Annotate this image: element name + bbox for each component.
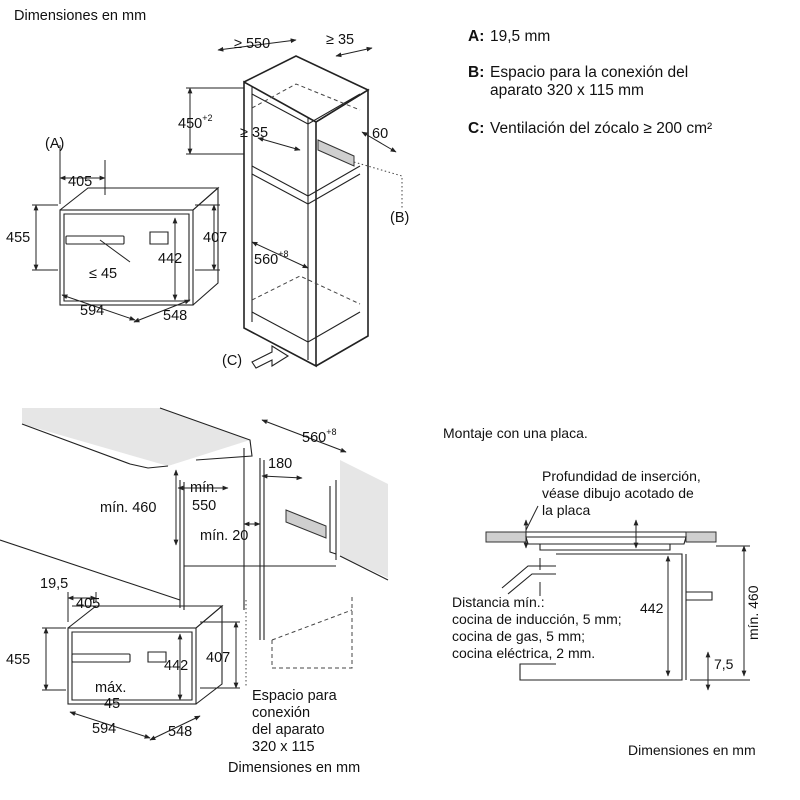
top-cab-width-min: ≥ 550 [234,36,270,52]
top-oven-width: 594 [80,303,104,319]
br-height-inner: 442 [640,600,664,616]
legend-b-line2: aparato 320 x 115 mm [490,82,644,99]
bl-min-depth-label: mín. [190,480,218,496]
bl-oven-depth-top: 405 [76,596,100,612]
bl-oven-gap-label: máx. [95,680,126,696]
top-oven-height-inner: 442 [158,251,182,267]
bl-oven-height-side: 407 [206,650,230,666]
top-marker-b: (B) [390,210,409,226]
bottom-left-drawing [0,407,389,741]
top-title: Dimensiones en mm [14,8,146,24]
br-insertion-note-2: véase dibujo acotado de [542,485,694,501]
bl-connection-note-1: Espacio para [252,688,338,704]
br-insertion-note-3: la placa [542,502,590,518]
legend-c: C:Ventilación del zócalo ≥ 200 cm² [468,120,712,137]
top-oven-height-front: 455 [6,230,30,246]
top-oven-gap: ≤ 45 [89,266,117,282]
legend-b-line1: B:Espacio para la conexión del [468,64,688,81]
bl-connection-note-4: 320 x 115 [252,739,315,755]
bottom-right-drawing [485,505,750,691]
br-distance-note-2: cocina de inducción, 5 mm; [452,611,622,627]
bl-min-depth: 550 [192,498,216,514]
top-oven-depth-top: 405 [68,174,92,190]
br-distance-note-1: Distancia mín.: [452,594,545,610]
br-distance-note-4: cocina eléctrica, 2 mm. [452,645,595,661]
top-cabinet-drawing [186,38,403,369]
top-cab-vent-min: ≥ 35 [240,125,268,141]
bl-oven-depth: 548 [168,724,192,740]
top-cab-conn-depth: 60 [372,126,388,142]
legend-a: A:19,5 mm [468,28,550,45]
top-oven-drawing [32,145,220,323]
bl-oven-width: 594 [92,721,116,737]
top-cab-niche-h: 450+2 [178,113,212,132]
top-oven-height-side: 407 [203,230,227,246]
bl-oven-offset: 19,5 [40,576,68,592]
bl-conn-w: 180 [268,456,292,472]
top-marker-c: (C) [222,353,242,369]
bl-oven-height-front: 455 [6,652,30,668]
bl-niche-w: 560+8 [302,427,336,446]
top-marker-a: (A) [45,136,64,152]
bl-oven-gap: 45 [104,696,120,712]
bl-min-gap: mín. 20 [200,528,248,544]
bl-connection-note-2: conexión [252,705,310,721]
bl-min-height: mín. 460 [100,500,156,516]
br-footer: Dimensiones en mm [628,742,756,758]
top-cab-depth-min: ≥ 35 [326,32,354,48]
top-oven-depth: 548 [163,308,187,324]
br-min-height: mín. 460 [745,585,761,640]
br-insertion-note-1: Profundidad de inserción, [542,468,701,484]
bl-footer: Dimensiones en mm [228,760,360,776]
br-offset: 7,5 [714,656,734,672]
br-distance-note-3: cocina de gas, 5 mm; [452,628,585,644]
top-cab-niche-w: 560+8 [254,249,288,268]
bl-oven-height-inner: 442 [164,658,188,674]
bl-connection-note-3: del aparato [252,722,325,738]
br-title: Montaje con una placa. [443,425,588,441]
legend: A:19,5 mm B:Espacio para la conexión del… [468,28,712,137]
